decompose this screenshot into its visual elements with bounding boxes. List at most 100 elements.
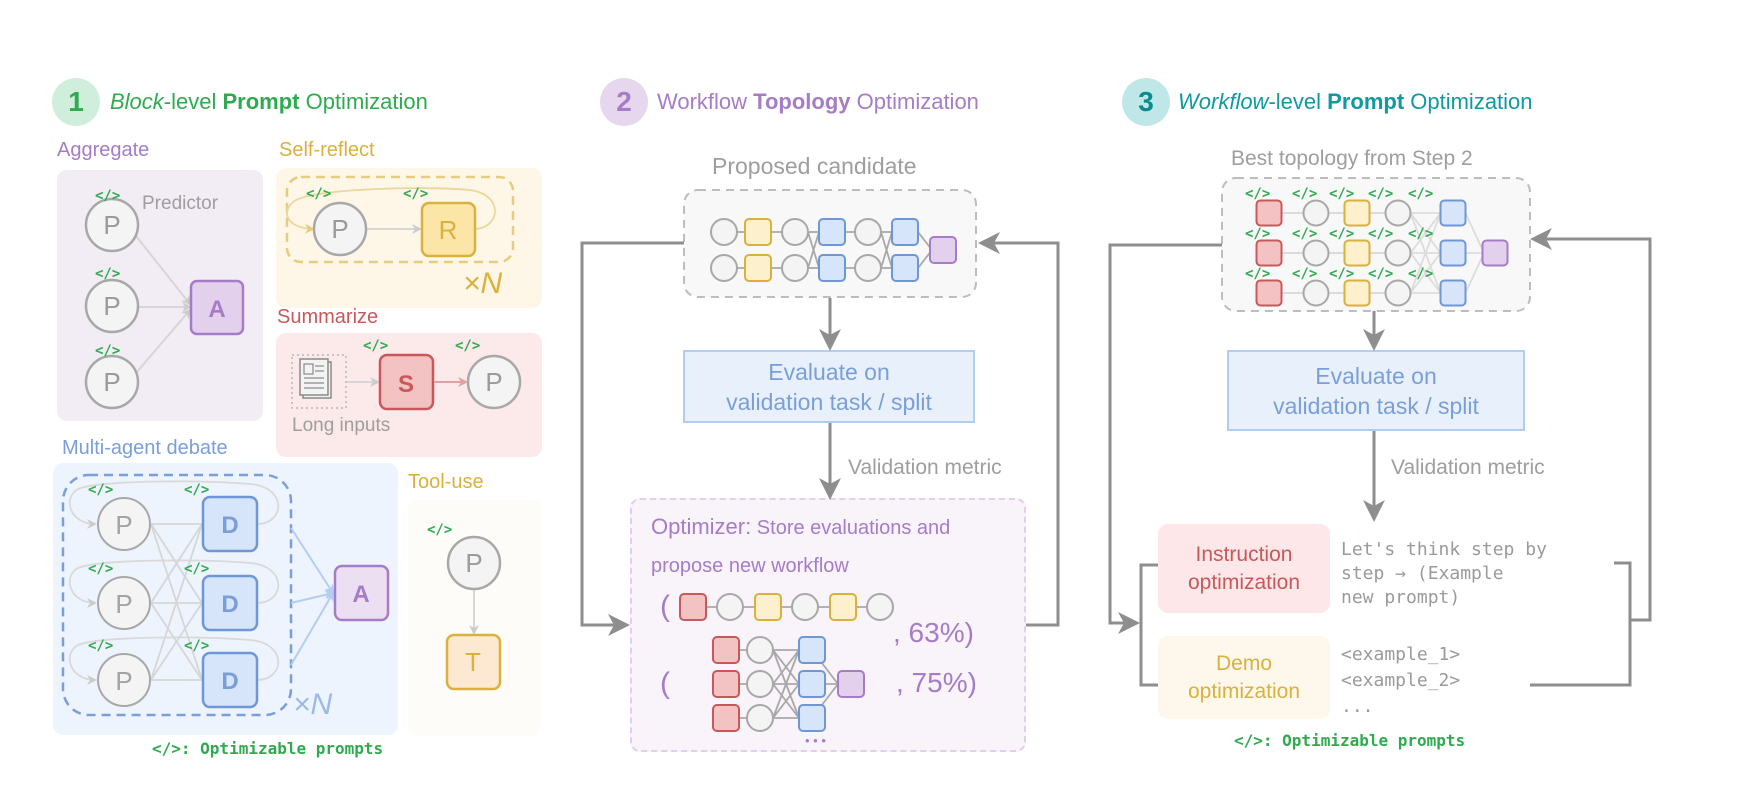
debate-node — [798, 636, 826, 664]
summarizer-node — [712, 704, 740, 732]
demo-optimization-box: Demo optimization — [1158, 636, 1330, 719]
prompt-tag-icon: </> — [1245, 186, 1270, 202]
node-label: D — [221, 591, 238, 618]
edge — [290, 589, 335, 604]
debate-node — [818, 218, 846, 246]
prompt-tag-icon: </> — [95, 188, 120, 204]
predictor-node — [866, 593, 894, 621]
debate-node — [891, 218, 919, 246]
node-label: D — [221, 512, 238, 539]
loop-arrow-right — [978, 232, 1060, 627]
summarizer-node — [679, 593, 707, 621]
node-label: P — [115, 666, 132, 696]
reflect-node — [1343, 279, 1371, 307]
predictor-node — [746, 670, 774, 698]
node-label: A — [208, 296, 225, 323]
summarize-label: Summarize — [277, 306, 379, 328]
step-3-number: 3 — [1138, 86, 1154, 117]
debate-node — [798, 704, 826, 732]
prompt-tag-icon: </> — [1408, 266, 1433, 282]
prompt-tag-icon: </> — [95, 343, 120, 359]
predictor-node — [710, 254, 738, 282]
prompt-tag-icon: </> — [1292, 186, 1317, 202]
predictor-node — [854, 254, 882, 282]
optimizer-bold: Optimizer: — [651, 514, 752, 539]
title-end: Optimization — [299, 89, 428, 114]
node-label: P — [331, 214, 348, 244]
predictor-node — [854, 218, 882, 246]
long-input-boundary — [291, 354, 347, 409]
node-label: P — [103, 367, 120, 397]
step-1-legend: </>: Optimizable prompts — [152, 739, 384, 758]
predictor-node — [716, 593, 744, 621]
title-bold: Prompt — [222, 89, 300, 114]
debate-node — [818, 254, 846, 282]
edge — [1409, 252, 1442, 294]
loop-arrow-left — [1108, 243, 1222, 634]
edge — [772, 649, 800, 719]
self-reflect-diagram: P R </> </> ×N — [285, 175, 515, 300]
title-mid: -level — [163, 89, 223, 114]
predictor-node — [97, 576, 151, 630]
prompt-tag-icon: </> — [306, 186, 331, 202]
repeat-n-label: ×N — [293, 688, 333, 721]
prompt-tag-icon: </> — [184, 561, 209, 577]
edge — [135, 308, 192, 374]
instruction-line-2: optimization — [1187, 570, 1301, 594]
predictor-node — [1302, 239, 1330, 267]
prompt-tag-icon: </> — [1368, 266, 1393, 282]
prompt-tag-icon: </> — [184, 638, 209, 654]
edge — [880, 231, 893, 269]
node-label: P — [103, 210, 120, 240]
prompt-tag-icon: </> — [1292, 266, 1317, 282]
summarizer-node — [378, 353, 435, 411]
title-start: Workflow — [657, 89, 754, 114]
loop-arrow-right — [1530, 228, 1652, 622]
prompt-tag-icon: </> — [427, 522, 452, 538]
prompt-tag-icon: </> — [455, 338, 480, 354]
tool-use-diagram: P T </> — [427, 522, 502, 691]
optimizer-bracket-right — [1530, 561, 1632, 687]
node-label: T — [465, 647, 481, 677]
optimizer-text-2: propose new workflow — [651, 555, 849, 577]
history-score-2: , 75%) — [896, 667, 977, 698]
summarizer-node — [1255, 279, 1283, 307]
evaluate-line-1: Evaluate on — [768, 358, 890, 385]
loop-boundary — [285, 175, 515, 264]
summarize-diagram: S P </> </> — [291, 338, 522, 411]
instruction-line-1: Instruction — [1195, 542, 1293, 566]
prompt-tag-icon: </> — [403, 186, 428, 202]
best-topology-graph: </></></></></></></></></></></></></><… — [1245, 186, 1509, 307]
prompt-tag-icon: </> — [363, 338, 388, 354]
prompt-tag-icon: </> — [95, 266, 120, 282]
edge — [1464, 212, 1485, 254]
optimizer-title: Optimizer: Store evaluations and propose… — [651, 508, 950, 585]
tool-use-label: Tool-use — [408, 471, 484, 493]
prompt-tag-icon: </> — [1329, 266, 1354, 282]
debate-node — [201, 651, 259, 709]
debate-node — [1439, 239, 1467, 267]
predictor-node — [312, 201, 368, 257]
title-italic: Workflow — [1178, 89, 1269, 114]
edge — [290, 591, 335, 666]
node-label: D — [221, 668, 238, 695]
summarizer-node — [712, 670, 740, 698]
predictor-node — [84, 197, 140, 253]
title-end: Optimization — [1404, 89, 1533, 114]
demo-line-1: Demo — [1215, 651, 1273, 675]
predictor-node — [466, 354, 522, 410]
long-inputs-label: Long inputs — [292, 415, 391, 436]
node-label: P — [103, 291, 120, 321]
title-italic: Block — [110, 89, 164, 114]
history-score-1: , 63%) — [893, 617, 974, 648]
debate-label: Multi-agent debate — [62, 437, 228, 459]
node-label: A — [352, 581, 369, 608]
edge — [1409, 212, 1442, 254]
node-label: P — [115, 510, 132, 540]
node-label: R — [439, 215, 458, 245]
node-label: P — [485, 367, 502, 397]
summarizer-node — [1255, 239, 1283, 267]
predictor-node — [97, 653, 151, 707]
predictor-node — [1302, 279, 1330, 307]
reflect-node — [744, 218, 772, 246]
